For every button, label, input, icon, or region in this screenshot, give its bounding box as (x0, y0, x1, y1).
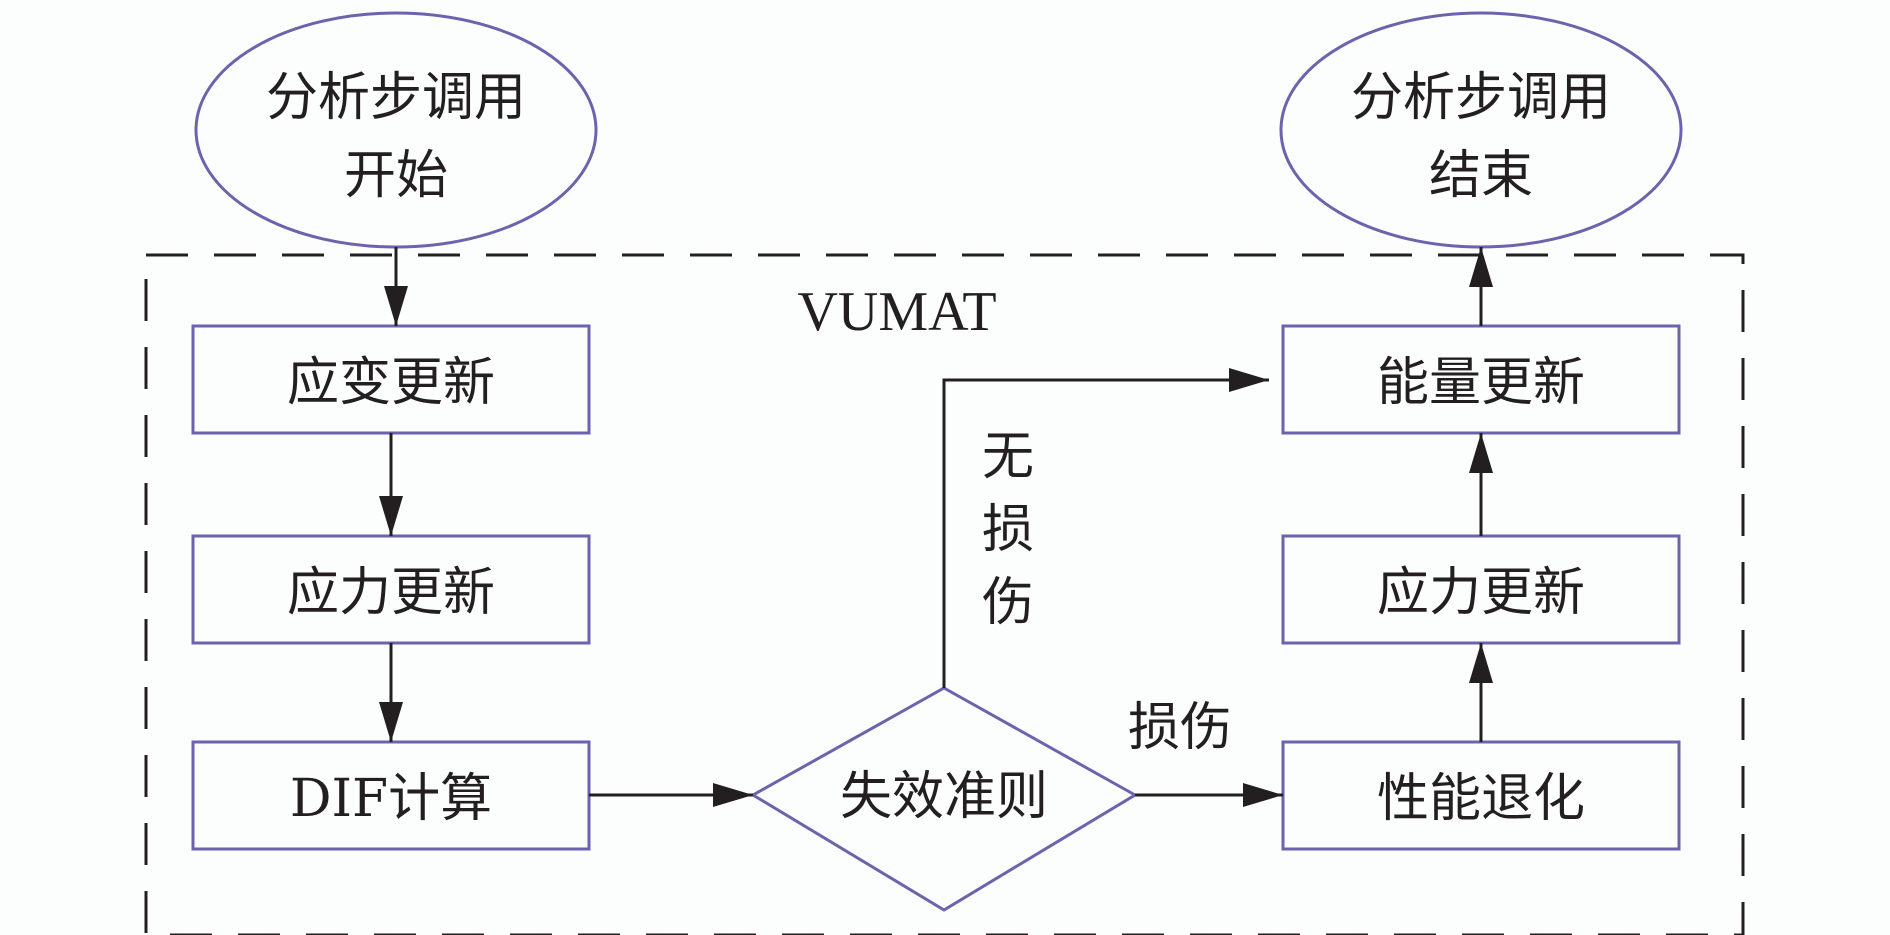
vumat-label: VUMAT (797, 281, 996, 343)
degradation-label: 性能退化 (1377, 769, 1585, 829)
strain-update-label: 应变更新 (287, 353, 495, 413)
end-node-line2: 结束 (1429, 146, 1533, 206)
energy-update-label: 能量更新 (1377, 353, 1585, 413)
failure-criterion-label: 失效准则 (840, 767, 1048, 827)
edge-no-damage-label-1: 无 (982, 427, 1034, 487)
stress-update-left-label: 应力更新 (287, 563, 495, 623)
end-node (1279, 11, 1683, 249)
failure-criterion-diamond (750, 686, 1138, 912)
edge-criterion-to-energy (942, 368, 1269, 688)
end-node-line1: 分析步调用 (1351, 68, 1611, 128)
edge-damage-label: 损伤 (1128, 698, 1232, 758)
vumat-boundary (144, 253, 1745, 935)
edge-no-damage-label-3: 伤 (982, 573, 1034, 633)
start-node-line1: 分析步调用 (266, 68, 526, 128)
dif-calc-label: DIF计算 (290, 769, 492, 829)
edge-no-damage-label-2: 损 (982, 500, 1034, 560)
stress-update-right-label: 应力更新 (1377, 563, 1585, 623)
start-node-line2: 开始 (344, 146, 448, 206)
start-node (194, 11, 598, 249)
